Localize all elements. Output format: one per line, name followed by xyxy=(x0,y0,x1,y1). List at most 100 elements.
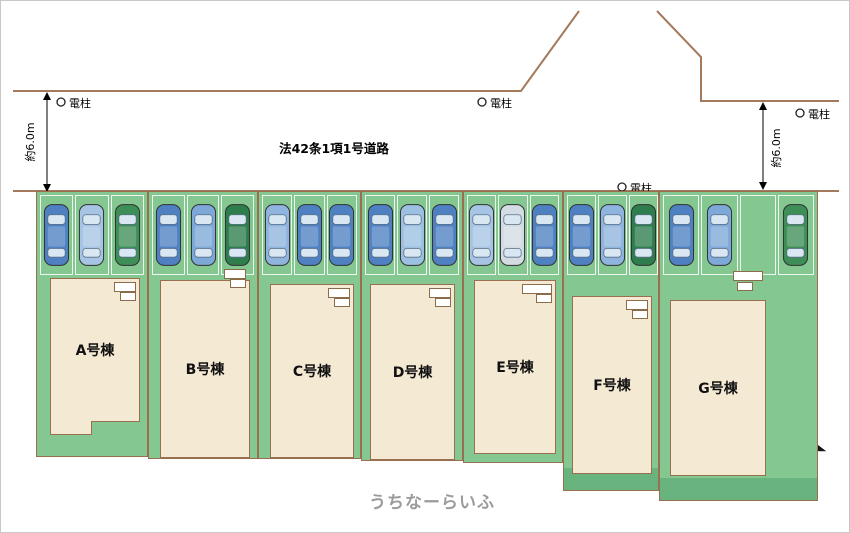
car-top-view-icon xyxy=(190,204,216,266)
utility-pole-icon xyxy=(477,97,487,107)
road-name-label: 法42条1項1号道路 xyxy=(279,141,389,156)
parking-stall xyxy=(262,195,293,275)
building-e-label: E号棟 xyxy=(496,360,534,376)
building-b-label: B号棟 xyxy=(185,362,225,378)
parking-stall-empty xyxy=(739,195,776,275)
parking-stall xyxy=(152,195,185,275)
lot-d: D号棟 xyxy=(361,191,463,461)
parking-stall xyxy=(529,195,559,275)
entrance-porch xyxy=(429,288,451,298)
car-top-view-icon xyxy=(155,204,181,266)
car-top-view-icon xyxy=(668,204,694,266)
road-width-label-right: 約6.0m xyxy=(770,128,783,168)
building-f-label: F号棟 xyxy=(593,378,631,394)
car-top-view-icon xyxy=(225,204,251,266)
car-top-view-icon xyxy=(500,204,526,266)
parking-stall xyxy=(221,195,255,275)
entrance-porch xyxy=(522,284,552,294)
parking-stall xyxy=(663,195,700,275)
dimension-arrow-left xyxy=(43,92,51,192)
lot-f: F号棟 xyxy=(563,191,659,491)
parking-stall xyxy=(701,195,738,275)
car-top-view-icon xyxy=(706,204,732,266)
entrance-step xyxy=(632,310,648,319)
parking-area xyxy=(662,194,815,276)
car-top-view-icon xyxy=(630,204,657,266)
watermark: うちなーらいふ xyxy=(369,493,495,513)
parking-area xyxy=(261,194,358,276)
entrance-step xyxy=(120,292,136,301)
car-top-view-icon xyxy=(399,204,425,266)
car-top-view-icon xyxy=(531,204,557,266)
parking-stall xyxy=(40,195,74,275)
lot-e: E号棟 xyxy=(463,191,563,463)
utility-pole-label: 電柱 xyxy=(490,97,512,110)
car-top-view-icon xyxy=(469,204,495,266)
building-e: E号棟 xyxy=(474,280,556,454)
car-top-view-icon xyxy=(367,204,393,266)
car-top-view-icon xyxy=(329,204,355,266)
road-width-label-left: 約6.0m xyxy=(24,122,37,162)
lot-b: B号棟 xyxy=(148,191,258,459)
parking-stall xyxy=(294,195,325,275)
parking-area xyxy=(151,194,255,276)
entrance-step xyxy=(536,294,552,303)
car-top-view-icon xyxy=(264,204,290,266)
road-edge-top-right xyxy=(656,10,839,102)
lot-a: A号棟 xyxy=(36,191,148,457)
building-a-label: A号棟 xyxy=(75,343,115,359)
entrance-step xyxy=(230,279,246,288)
entrance-porch xyxy=(224,269,246,279)
car-top-view-icon xyxy=(568,204,595,266)
car-top-view-icon xyxy=(296,204,323,266)
parking-stall xyxy=(365,195,395,275)
parking-stall xyxy=(75,195,109,275)
car-top-view-icon xyxy=(44,204,70,266)
parking-stall xyxy=(397,195,427,275)
parking-stall xyxy=(186,195,220,275)
entrance-porch xyxy=(114,282,136,292)
utility-pole-label: 電柱 xyxy=(69,97,91,110)
entrance-porch xyxy=(733,271,763,281)
dimension-arrow-right xyxy=(759,102,767,190)
parking-stall xyxy=(629,195,658,275)
building-g: G号棟 xyxy=(670,271,766,476)
parking-area xyxy=(566,194,658,276)
entrance-porch xyxy=(626,300,648,310)
parking-stall xyxy=(326,195,357,275)
lot-c: C号棟 xyxy=(258,191,361,459)
parking-stall xyxy=(429,195,459,275)
entrance-step xyxy=(737,282,753,291)
building-d: D号棟 xyxy=(370,284,455,460)
parking-stall xyxy=(110,195,144,275)
building-f: F号棟 xyxy=(572,296,652,474)
building-g-label: G号棟 xyxy=(698,381,738,397)
parking-area xyxy=(364,194,460,276)
road-edge-top-left xyxy=(13,10,580,92)
utility-pole-icon xyxy=(795,108,805,118)
building-d-label: D号棟 xyxy=(392,365,433,381)
parking-stall xyxy=(567,195,596,275)
building-a: A号棟 xyxy=(50,278,140,422)
parking-stall xyxy=(498,195,528,275)
car-top-view-icon xyxy=(79,204,105,266)
building-c: C号棟 xyxy=(270,284,354,458)
parking-area xyxy=(39,194,145,276)
garden-strip xyxy=(660,478,817,500)
entrance-step xyxy=(435,298,451,307)
parking-stall xyxy=(777,195,814,275)
car-top-view-icon xyxy=(783,204,809,266)
parking-stall xyxy=(598,195,627,275)
building-c-label: C号棟 xyxy=(292,364,332,380)
entrance-step xyxy=(334,298,350,307)
car-top-view-icon xyxy=(114,204,140,266)
building-b: B号棟 xyxy=(160,269,250,458)
utility-pole-label: 電柱 xyxy=(808,108,830,121)
parking-stall xyxy=(467,195,497,275)
entrance-porch xyxy=(328,288,350,298)
parking-area xyxy=(466,194,560,276)
building-a-annex xyxy=(50,421,92,435)
utility-pole-icon xyxy=(56,97,66,107)
car-top-view-icon xyxy=(599,204,626,266)
car-top-view-icon xyxy=(431,204,457,266)
